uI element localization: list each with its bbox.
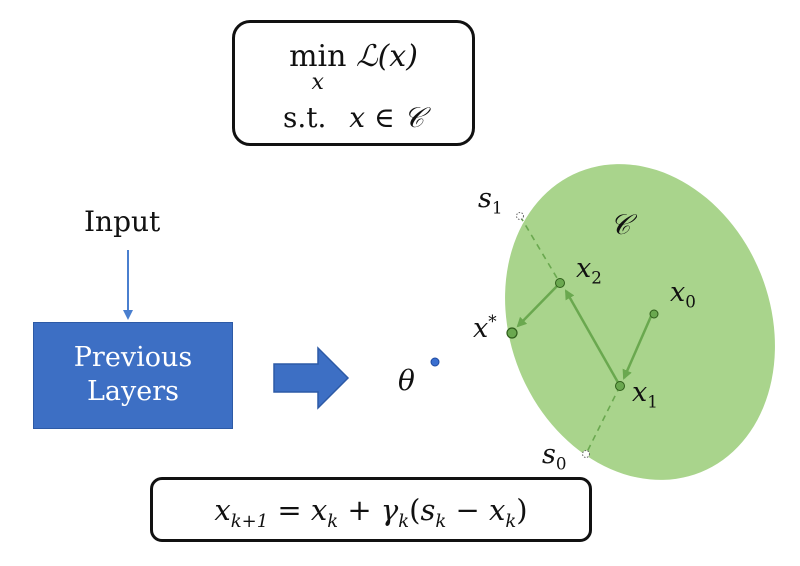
objective-line: min x ℒ(x) [235, 39, 472, 96]
block-arrow [273, 346, 350, 410]
input-label: Input [84, 205, 161, 238]
label-s1: s1 [478, 183, 503, 218]
objective-symbol: ℒ [355, 39, 378, 74]
objective-argument: (x) [377, 39, 418, 74]
label-xstar: x* [473, 311, 497, 344]
label-s0: s0 [542, 439, 567, 474]
point-x0 [649, 309, 659, 319]
theta-label: θ [398, 364, 415, 397]
arrow-x1-to-x2 [564, 289, 622, 387]
point-x2 [555, 278, 565, 288]
constraint-line: s.t. x ∈ 𝒞 [235, 103, 472, 133]
element-of-symbol: ∈ [373, 101, 395, 134]
constraint-set-symbol: 𝒞 [403, 101, 425, 134]
label-x0: x0 [670, 277, 696, 312]
optimization-problem-box: min x ℒ(x) s.t. x ∈ 𝒞 [232, 20, 475, 146]
constraint-set-label: 𝒞 [610, 208, 631, 241]
label-x2: x2 [576, 253, 602, 288]
dashed-line-x1-s0 [585, 385, 621, 455]
subject-to-label: s.t. [282, 101, 327, 134]
min-operator: min x [289, 41, 346, 96]
arrow-x2-to-xstar [516, 282, 561, 328]
point-s0 [582, 450, 590, 458]
label-x1: x1 [632, 377, 658, 412]
previous-layers-line1: Previous [73, 342, 193, 373]
point-xstar [506, 327, 518, 339]
previous-layers-block: Previous Layers [33, 322, 233, 429]
point-x1 [615, 381, 625, 391]
theta-point [430, 357, 440, 367]
constraint-variable: x [349, 101, 366, 134]
update-rule-equation: xk+1 = xk + γk(sk − xk) [214, 493, 528, 532]
point-s1 [516, 212, 524, 220]
dashed-line-s1-x2 [519, 215, 561, 284]
update-rule-box: xk+1 = xk + γk(sk − xk) [150, 477, 592, 542]
arrow-x0-to-x1 [622, 313, 654, 380]
constraint-set-ellipse [505, 164, 775, 480]
previous-layers-line2: Layers [86, 376, 180, 407]
min-variable: x [311, 70, 324, 95]
